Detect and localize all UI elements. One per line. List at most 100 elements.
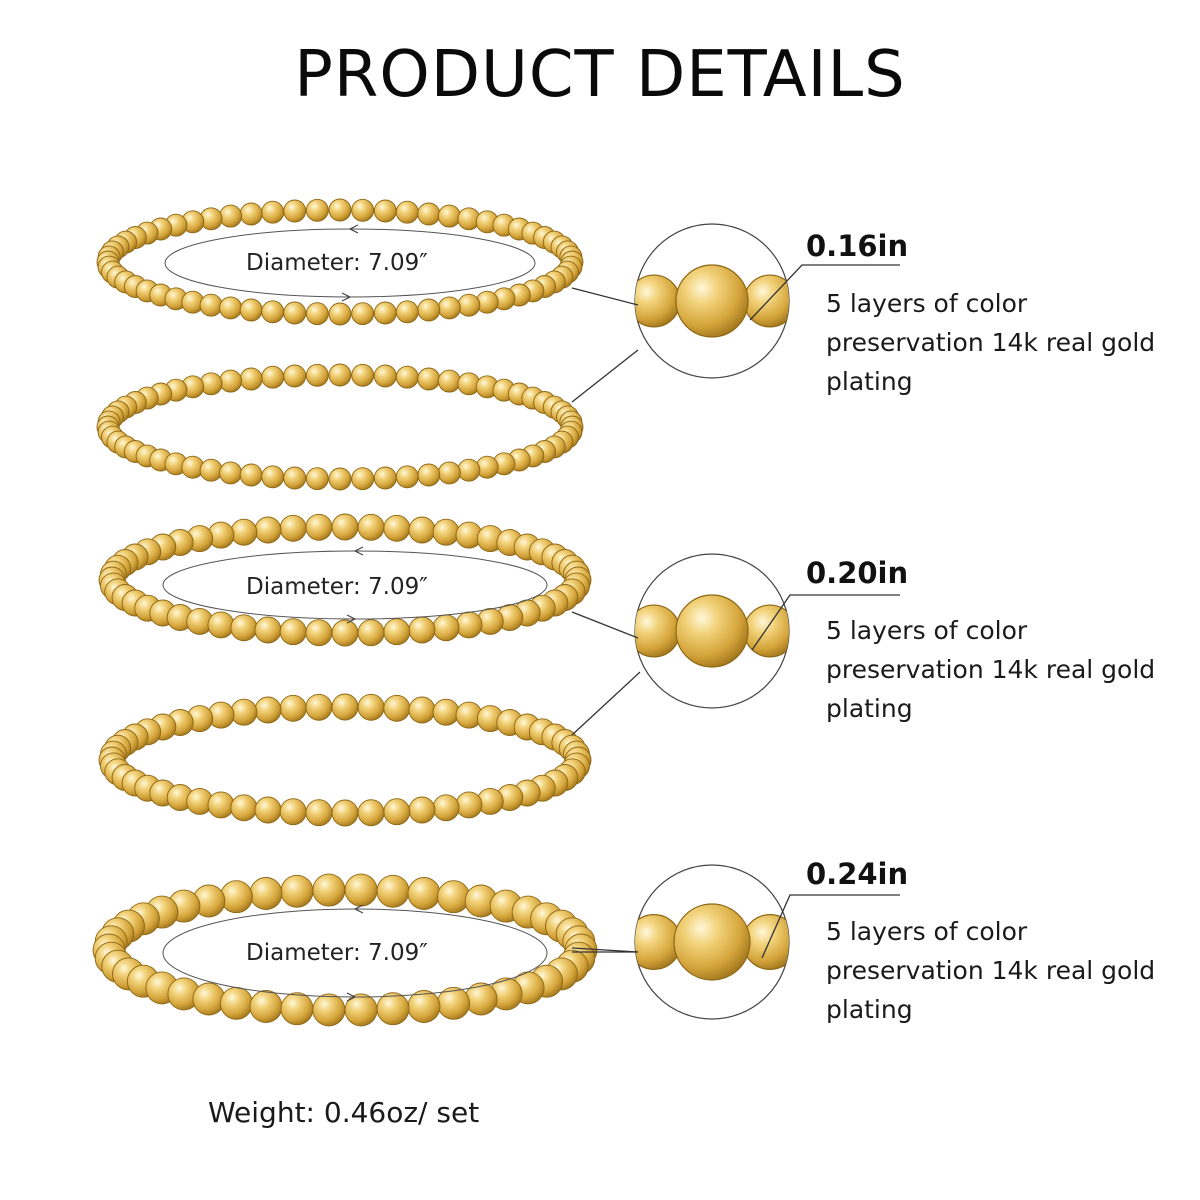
gold-bead xyxy=(331,693,359,721)
gold-bead xyxy=(373,364,397,388)
gold-bead xyxy=(408,616,436,644)
gold-bead xyxy=(219,986,253,1020)
diameter-label-2: Diameter: 7.09″ xyxy=(246,574,428,600)
gold-bead xyxy=(395,200,419,224)
gold-bead xyxy=(357,513,385,541)
diameter-guide-2 xyxy=(162,546,548,624)
gold-bead xyxy=(254,796,282,824)
gold-bead xyxy=(279,798,307,826)
gold-bead xyxy=(432,698,460,726)
bead-size-1: 0.16in xyxy=(806,229,909,263)
magnified-bead xyxy=(675,594,749,668)
gold-bead xyxy=(219,369,243,393)
gold-bead xyxy=(376,992,410,1026)
bracelet-1b xyxy=(96,363,584,491)
gold-bead xyxy=(376,874,410,908)
gold-bead xyxy=(328,198,352,222)
gold-bead xyxy=(437,204,461,228)
gold-bead xyxy=(219,296,243,320)
gold-bead xyxy=(283,364,307,388)
gold-bead xyxy=(351,302,375,326)
page-title: PRODUCT DETAILS xyxy=(294,38,906,112)
bead-zoom-3 xyxy=(571,864,900,1020)
magnified-bead xyxy=(635,604,681,658)
diameter-label-3: Diameter: 7.09″ xyxy=(246,940,428,966)
magnified-bead xyxy=(743,274,789,328)
gold-bead xyxy=(344,993,378,1027)
gold-bead xyxy=(455,611,483,639)
gold-bead xyxy=(457,458,481,482)
bracelet-rings xyxy=(92,198,598,1027)
gold-bead xyxy=(312,993,346,1027)
gold-bead xyxy=(280,874,314,908)
gold-bead xyxy=(351,467,375,491)
gold-bead xyxy=(351,363,375,387)
gold-bead xyxy=(437,296,461,320)
gold-bead xyxy=(464,982,498,1016)
gold-bead xyxy=(432,518,460,546)
gold-bead xyxy=(199,293,223,317)
gold-bead xyxy=(417,463,441,487)
magnified-bead xyxy=(635,274,681,328)
weight-label: Weight: 0.46oz/ set xyxy=(208,1096,480,1129)
gold-bead xyxy=(305,693,333,721)
gold-bead xyxy=(239,298,263,322)
gold-bead xyxy=(357,693,385,721)
diameter-guide-3 xyxy=(162,904,548,1002)
gold-bead xyxy=(344,873,378,907)
gold-bead xyxy=(357,799,385,827)
gold-bead xyxy=(305,363,329,387)
gold-bead xyxy=(437,880,471,914)
gold-bead xyxy=(328,467,352,491)
gold-bead xyxy=(331,619,359,647)
gold-bead xyxy=(254,616,282,644)
gold-bead xyxy=(305,799,333,827)
gold-bead xyxy=(305,302,329,326)
gold-bead xyxy=(432,794,460,822)
bead-size-3: 0.24in xyxy=(806,857,909,891)
gold-bead xyxy=(455,791,483,819)
gold-bead xyxy=(331,799,359,827)
gold-bead xyxy=(357,619,385,647)
gold-bead xyxy=(373,301,397,325)
gold-bead xyxy=(249,990,283,1023)
gold-bead xyxy=(207,791,235,819)
diameter-guide-1 xyxy=(164,224,536,302)
gold-bead xyxy=(373,466,397,490)
gold-bead xyxy=(408,516,436,544)
gold-bead xyxy=(283,301,307,325)
gold-bead xyxy=(279,694,307,722)
gold-bead xyxy=(383,798,411,826)
gold-bead xyxy=(219,461,243,485)
gold-bead xyxy=(230,518,258,546)
gold-bead xyxy=(417,298,441,322)
gold-bead xyxy=(457,293,481,317)
gold-bead xyxy=(199,458,223,482)
gold-bead xyxy=(207,611,235,639)
gold-bead xyxy=(261,200,285,224)
gold-bead xyxy=(408,796,436,824)
description-2: 5 layers of color preservation 14k real … xyxy=(826,616,1156,723)
bracelet-1a xyxy=(96,198,584,326)
gold-bead xyxy=(351,198,375,222)
gold-bead xyxy=(328,302,352,326)
gold-bead xyxy=(249,877,283,910)
gold-bead xyxy=(432,614,460,642)
gold-bead xyxy=(219,880,253,914)
bracelet-2a xyxy=(98,513,592,647)
bead-zoom-2 xyxy=(571,553,900,736)
gold-bead xyxy=(261,365,285,389)
gold-bead xyxy=(437,369,461,393)
magnified-bead xyxy=(673,903,751,981)
gold-bead xyxy=(328,363,352,387)
magnified-bead xyxy=(675,264,749,338)
gold-bead xyxy=(417,367,441,391)
description-3: 5 layers of color preservation 14k real … xyxy=(826,917,1156,1024)
gold-bead xyxy=(417,202,441,226)
gold-bead xyxy=(331,513,359,541)
gold-bead xyxy=(437,461,461,485)
gold-bead xyxy=(239,463,263,487)
gold-bead xyxy=(395,300,419,324)
